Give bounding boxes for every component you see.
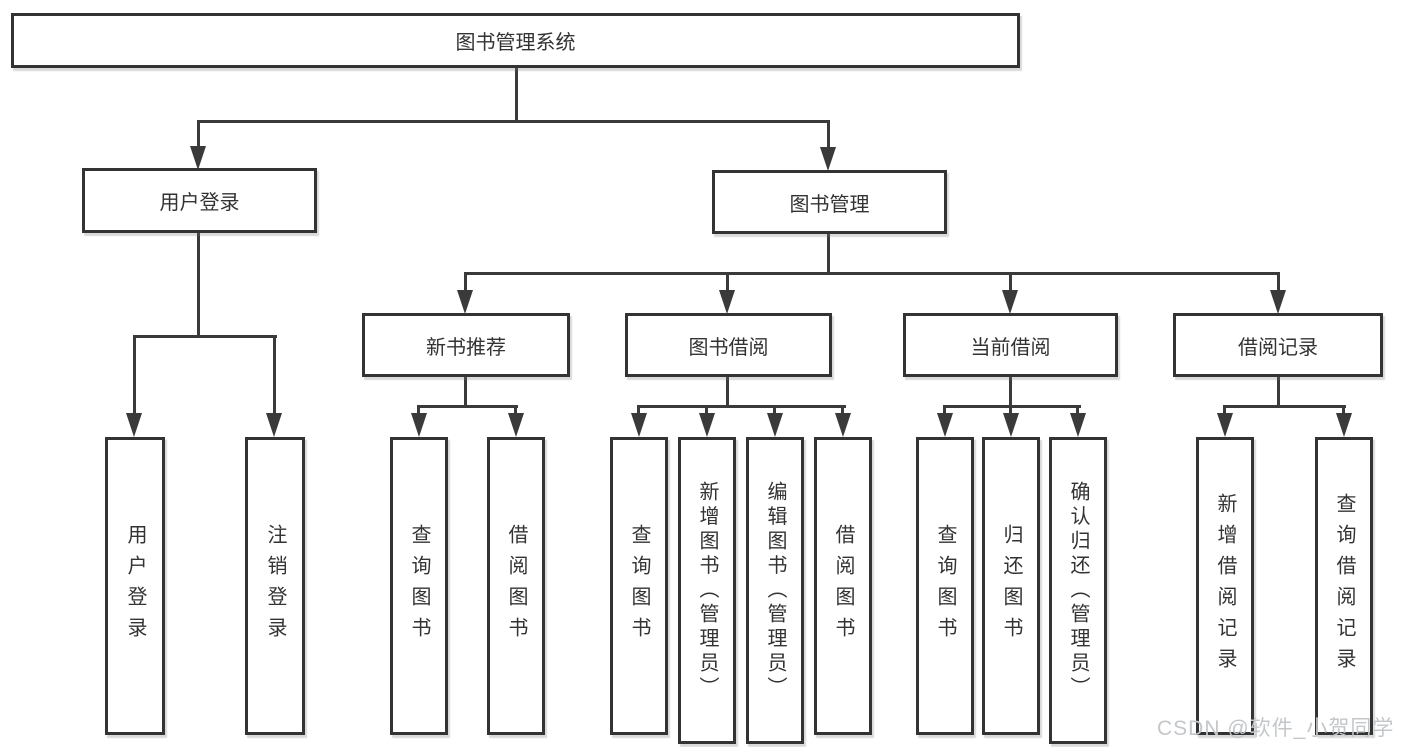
edge-drop (773, 405, 776, 415)
node-label: 新增图书（管理员） (696, 480, 718, 701)
node-book-borrowing: 图书借阅 (625, 313, 832, 377)
node-label: 确认归还（管理员） (1067, 480, 1089, 701)
csdn-watermark: CSDN @软件_小贺同学 (1157, 717, 1395, 740)
node-return-books: 归还图书 (982, 437, 1040, 735)
node-book-management: 图书管理 (712, 170, 947, 234)
node-label: 借阅图书 (505, 524, 527, 648)
edge-drop (1076, 405, 1079, 415)
arrowhead-down (719, 290, 735, 314)
node-current-borrowing: 当前借阅 (903, 313, 1118, 377)
edge-level2-bus (197, 120, 830, 123)
node-label: 用户登录 (124, 524, 146, 648)
arrowhead-down (1336, 413, 1352, 437)
node-label: 当前借阅 (970, 336, 1051, 359)
edge-drop (514, 405, 517, 415)
node-borrow-books: 借阅图书 (814, 437, 872, 735)
node-label: 查询图书 (408, 524, 430, 648)
edge-drop (1277, 272, 1280, 294)
node-label: 查询借阅记录 (1333, 493, 1355, 679)
node-new-book-recommendation: 新书推荐 (362, 313, 570, 377)
arrowhead-down (126, 413, 142, 437)
arrowhead-down (1270, 290, 1286, 314)
edge-level3-bus (464, 272, 1280, 275)
arrowhead-down (699, 413, 715, 437)
edge-current-borrowing-bus (944, 405, 1081, 408)
arrowhead-down (190, 146, 206, 170)
node-label: 编辑图书（管理员） (764, 480, 786, 701)
node-label: 新增借阅记录 (1214, 493, 1236, 679)
edge-current-borrowing-stem (1009, 375, 1012, 407)
edge-drop (273, 335, 276, 415)
edge-drop (841, 405, 844, 415)
node-add-book-admin: 新增图书（管理员） (678, 437, 736, 744)
edge-drop (705, 405, 708, 415)
edge-borrowing-records-bus (1224, 405, 1346, 408)
node-label: 图书借阅 (688, 336, 769, 359)
arrowhead-down (767, 413, 783, 437)
edge-drop (1009, 272, 1012, 294)
arrowhead-down (1002, 290, 1018, 314)
edge-root-stem (515, 66, 518, 120)
arrowhead-down (508, 413, 524, 437)
node-confirm-return-admin: 确认归还（管理员） (1049, 437, 1107, 744)
node-label: 图书管理 (789, 193, 870, 216)
edge-drop (417, 405, 420, 415)
arrowhead-down (820, 147, 836, 171)
edge-book-borrowing-bus (638, 405, 846, 408)
node-query-books-current: 查询图书 (916, 437, 974, 735)
node-library-management-system: 图书管理系统 (11, 13, 1020, 68)
arrowhead-down (411, 413, 427, 437)
edge-user-login-stem (197, 231, 200, 335)
node-label: 查询图书 (628, 524, 650, 648)
edge-book-borrowing-stem (726, 375, 729, 407)
node-query-borrow-record: 查询借阅记录 (1315, 437, 1373, 735)
arrowhead-down (1003, 413, 1019, 437)
edge-drop (133, 335, 136, 415)
edge-new-book-stem (464, 375, 467, 407)
edge-borrowing-records-stem (1277, 375, 1280, 407)
edge-new-book-bus (418, 405, 518, 408)
edge-drop (943, 405, 946, 415)
edge-drop (464, 272, 467, 294)
edge-drop (197, 120, 200, 148)
node-borrowing-records: 借阅记录 (1173, 313, 1383, 377)
edge-drop (726, 272, 729, 294)
edge-drop (827, 120, 830, 148)
arrowhead-down (1070, 413, 1086, 437)
node-user-login-leaf: 用户登录 (105, 437, 165, 735)
edge-drop (637, 405, 640, 415)
edge-book-management-stem (827, 232, 830, 275)
node-label: 归还图书 (1000, 524, 1022, 648)
node-user-login: 用户登录 (82, 168, 317, 233)
arrowhead-down (937, 413, 953, 437)
node-edit-book-admin: 编辑图书（管理员） (746, 437, 804, 744)
arrowhead-down (457, 290, 473, 314)
arrowhead-down (835, 413, 851, 437)
arrowhead-down (1217, 413, 1233, 437)
node-label: 借阅记录 (1238, 336, 1318, 359)
node-label: 借阅图书 (832, 524, 854, 648)
edge-drop (1223, 405, 1226, 415)
arrowhead-down (631, 413, 647, 437)
node-label: 用户登录 (159, 192, 240, 214)
edge-drop (1009, 405, 1012, 415)
arrowhead-down (266, 413, 282, 437)
node-logout: 注销登录 (245, 437, 305, 735)
edge-user-login-bus (133, 335, 277, 338)
node-add-borrow-record: 新增借阅记录 (1196, 437, 1254, 735)
node-query-books-recommend: 查询图书 (390, 437, 448, 735)
node-label: 新书推荐 (426, 336, 506, 359)
node-label: 注销登录 (264, 524, 286, 648)
node-label: 图书管理系统 (455, 32, 576, 54)
node-query-books-borrowing: 查询图书 (610, 437, 668, 735)
edge-drop (1342, 405, 1345, 415)
node-label: 查询图书 (934, 524, 956, 648)
node-borrow-books-recommend: 借阅图书 (487, 437, 545, 735)
